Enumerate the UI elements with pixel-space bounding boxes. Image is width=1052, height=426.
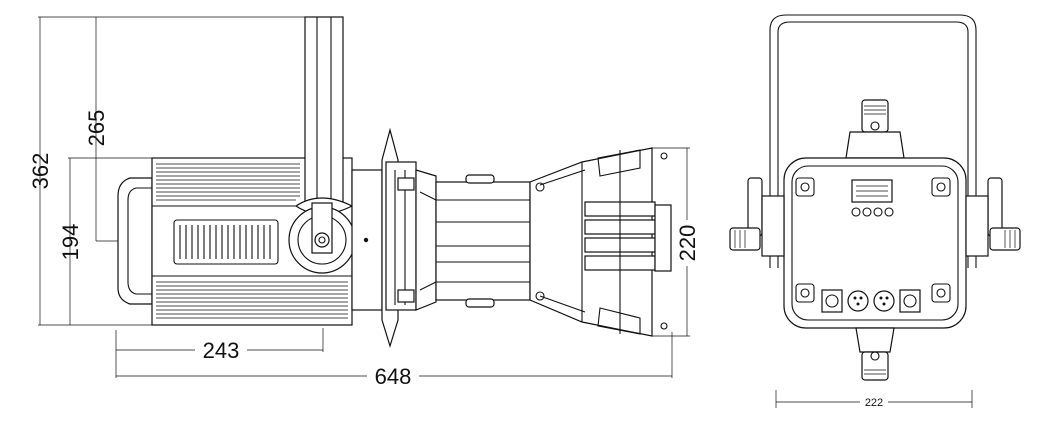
lens-barrel: [415, 169, 531, 311]
shutter-plate: [381, 127, 417, 349]
side-view: 362 265 194 243 648 220: [28, 16, 700, 389]
top-cooling-fins: [156, 163, 300, 201]
dim-label-648: 648: [375, 364, 412, 389]
rear-view: 222: [729, 14, 1021, 409]
rear-connectors: [821, 289, 921, 313]
rear-handle: [117, 177, 153, 305]
side-vent-slots: [173, 219, 279, 265]
dim-label-265: 265: [84, 110, 109, 147]
menu-button[interactable]: [851, 207, 861, 217]
enter-button[interactable]: [884, 207, 894, 217]
front-lens-cone: [529, 147, 672, 337]
down-button[interactable]: [873, 207, 883, 217]
bottom-power-connector: [855, 327, 895, 381]
dim-label-243: 243: [203, 338, 240, 363]
dim-label-220: 220: [675, 225, 700, 262]
dim-label-222: 222: [865, 397, 883, 409]
rear-screws: [795, 177, 951, 303]
up-button[interactable]: [862, 207, 872, 217]
rear-yoke: [769, 14, 977, 268]
tilt-knob: [288, 202, 356, 274]
left-tilt-knob: [729, 177, 785, 257]
top-power-connector: [845, 99, 905, 159]
dim-label-194: 194: [58, 224, 83, 261]
dim-label-362: 362: [28, 153, 53, 190]
bottom-cooling-fins: [156, 281, 348, 319]
right-tilt-knob: [965, 177, 1021, 257]
